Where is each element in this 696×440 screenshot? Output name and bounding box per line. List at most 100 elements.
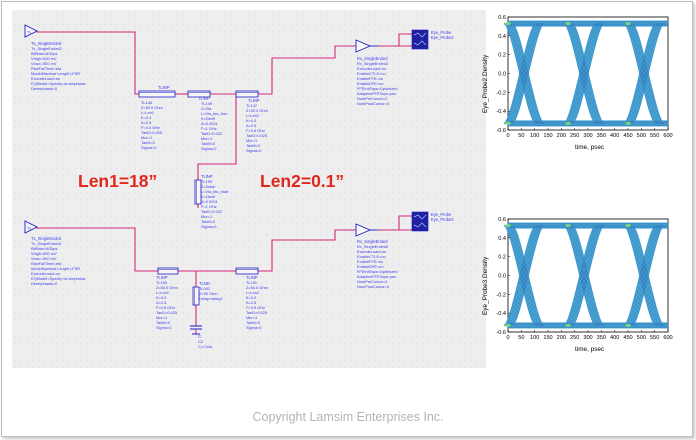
- x-tick-label: 0: [506, 335, 509, 341]
- x-tick-label: 600: [663, 133, 672, 139]
- rx-bot-symbol[interactable]: [355, 223, 378, 237]
- eye-trace: [627, 225, 661, 326]
- param-line: Sigma=0: [201, 146, 217, 151]
- x-tick-label: 350: [597, 133, 606, 139]
- eye-trace: [569, 23, 602, 124]
- tl-top-2-symbol[interactable]: [235, 90, 259, 98]
- param-line: Z=50 Ohm: [199, 291, 218, 296]
- tx-top-symbol[interactable]: Tx: [24, 24, 39, 38]
- tx-bot-title: Tx_SingleEnded: [31, 236, 62, 241]
- x-tick-label: 200: [557, 133, 566, 139]
- param-line: F=4.5 GHz: [141, 125, 160, 130]
- eye-probe-bot-symbol[interactable]: [411, 211, 429, 232]
- tx-bot-symbol[interactable]: Tx: [24, 220, 39, 234]
- param-line: L=Len1: [156, 290, 169, 295]
- y-tick-label: 0.4: [498, 34, 506, 40]
- eye-plot-top-ylabel: Eye_Probe2.Density: [482, 54, 489, 113]
- y-tick-label: -0.4: [496, 311, 506, 317]
- tl-bot-mid-title: TLND: [199, 281, 210, 286]
- param-line: Z=Zta: [201, 106, 212, 111]
- eye-trace: [509, 23, 542, 124]
- len2-label: Len2=0.1”: [260, 171, 344, 191]
- param-line: L=Via_fan_thru: [201, 111, 227, 116]
- rx-top-params: Rx_SingleEnded3ExcludeLoad=noEnableCTLE=…: [357, 61, 398, 106]
- tx-top-title: Tx_SingleEnded: [31, 41, 62, 46]
- tl-bot-2-symbol[interactable]: [235, 267, 259, 275]
- eye-trace: [510, 225, 543, 326]
- y-tick-label: -0.2: [496, 292, 506, 298]
- tl-top-1-title: TLINP: [158, 85, 170, 90]
- x-tick-label: 250: [570, 335, 579, 341]
- tl-top-mid-symbol[interactable]: [187, 90, 211, 98]
- x-tick-label: 500: [637, 133, 646, 139]
- tl-top-1-symbol[interactable]: [138, 90, 176, 98]
- y-tick-label: 0.0: [498, 274, 506, 280]
- eye-probe-top-name: Eye_Probe2: [431, 35, 454, 40]
- eye-trace: [569, 225, 602, 326]
- param-line: ExcludeLoad=no: [357, 249, 386, 254]
- y-tick-label: 0.4: [498, 236, 506, 242]
- x-tick-label: 300: [583, 133, 592, 139]
- eye-trace: [626, 225, 659, 326]
- eye-probe-top-symbol[interactable]: [411, 29, 429, 50]
- param-line: EnableDFE=no: [357, 81, 384, 86]
- x-tick-label: 550: [650, 335, 659, 341]
- tl-top-stub-symbol[interactable]: [194, 179, 202, 205]
- param-line: ExcludeLoad=no: [357, 66, 386, 71]
- param-line: A=2.6: [246, 123, 256, 128]
- param-line: TL150: [156, 280, 168, 285]
- param-line: Z=50.0 Ohm: [246, 285, 268, 290]
- eye-probe-bot-label: Eye_Probe: [431, 212, 452, 217]
- rx-top-symbol[interactable]: [355, 39, 378, 53]
- param-line: L=Len1: [141, 110, 154, 115]
- param-line: TanD=0.025: [156, 310, 177, 315]
- svg-text:Tx: Tx: [27, 227, 31, 231]
- eye-trace: [510, 23, 543, 124]
- eye-trace: [566, 225, 599, 326]
- x-tick-label: 600: [663, 335, 672, 341]
- param-line: TanM=0: [141, 140, 156, 145]
- param-line: A=0.0001: [201, 121, 218, 126]
- param-line: BitRate=6Gbps: [31, 246, 58, 251]
- param-line: TanD=0.025: [246, 133, 267, 138]
- tl-bot-1-symbol[interactable]: [157, 267, 179, 275]
- y-tick-label: 0.0: [498, 72, 506, 78]
- param-line: EnableFFE=no: [357, 76, 383, 81]
- param-line: EnableCTLE=no: [357, 254, 386, 259]
- param-line: Sigma=0: [141, 145, 157, 150]
- tl-top-stub-title: TLINP: [201, 174, 213, 179]
- param-line: F=1 GHz: [201, 126, 217, 131]
- tl-bot-2-title: TLINP: [246, 275, 258, 280]
- eye-trace: [505, 23, 538, 124]
- tl-bot-mid-symbol[interactable]: [192, 286, 200, 306]
- eye-trace: [511, 225, 545, 326]
- eye-trace: [566, 23, 599, 124]
- cap-params: C2C=C/via: [198, 339, 213, 349]
- eye-trace: [507, 23, 541, 124]
- param-line: F=4.5 GHz: [246, 128, 265, 133]
- tl-top-stub-params: TL159Z=ZstubL=Via_fan_stubK=DkeffA=0.000…: [201, 179, 228, 229]
- param-line: C=C/via: [198, 344, 213, 349]
- param-line: Z=50.0 Ohm: [246, 108, 268, 113]
- param-line: K=4.3: [246, 295, 256, 300]
- param-line: AdaptiveFFETaps=yes: [357, 274, 396, 279]
- eye-trace: [571, 225, 605, 326]
- tl-bot-1-title: TLINP: [156, 275, 168, 280]
- eye-hotspot: [505, 223, 511, 228]
- x-tick-label: 300: [583, 335, 592, 341]
- param-line: C2: [198, 339, 203, 344]
- eye-probe-top-label: Eye_Probe: [431, 30, 452, 35]
- eye-plot-bottom-xlabel: time, psec: [575, 346, 605, 353]
- param-line: Mur=1: [246, 138, 257, 143]
- param-line: F=1 GHz: [201, 204, 217, 209]
- param-line: F=4.5 GHz: [246, 305, 265, 310]
- eye-hotspot: [505, 21, 511, 26]
- param-line: A=2.6: [246, 300, 256, 305]
- param-line: NumPostCursor=4: [357, 284, 390, 289]
- eye-trace: [631, 23, 665, 124]
- capacitor-symbol[interactable]: [190, 325, 202, 335]
